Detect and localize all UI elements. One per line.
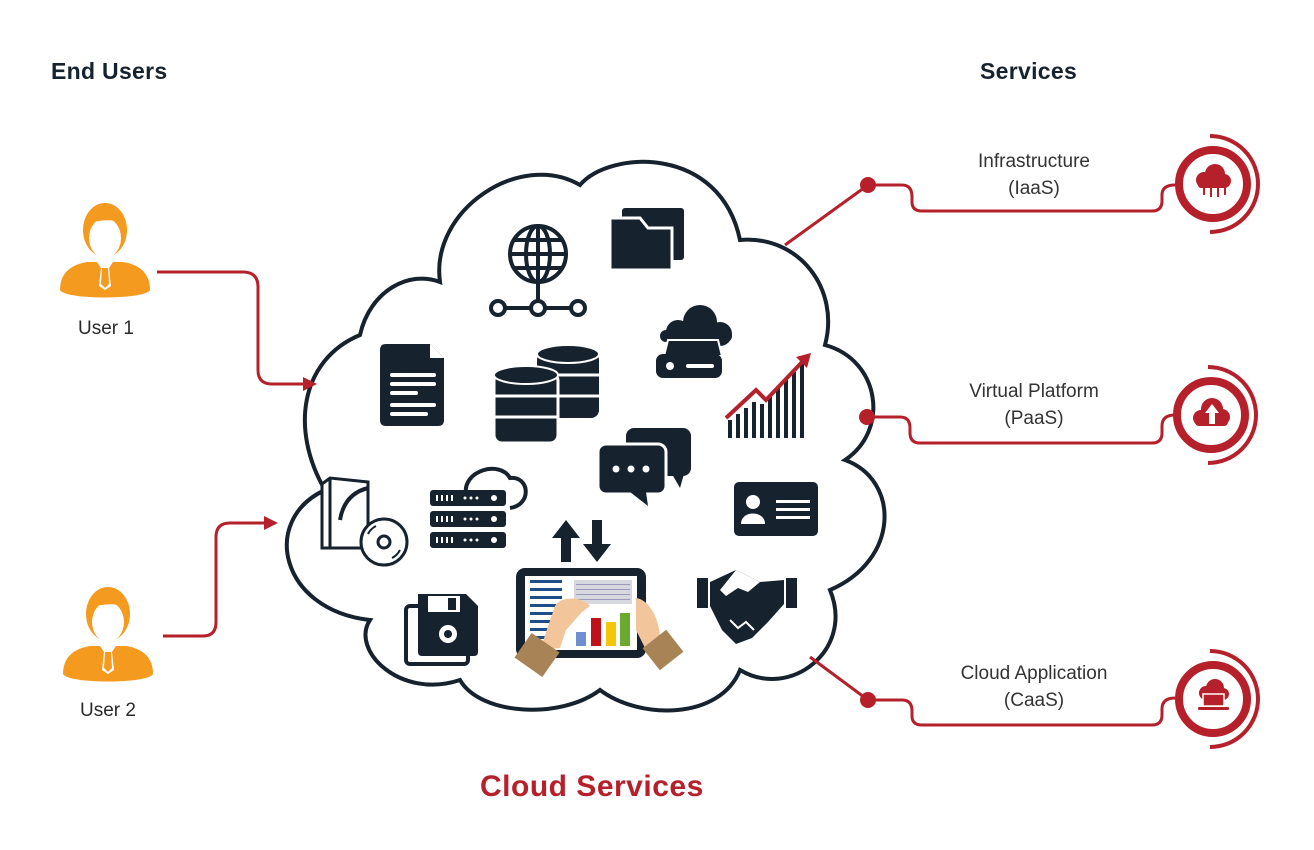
service-caas-label[interactable]: Cloud Application (CaaS) [914, 660, 1154, 714]
services-heading: Services [980, 58, 1078, 84]
cloud-storage-icon [656, 305, 732, 378]
service-badge-iaas[interactable] [1175, 134, 1260, 234]
chat-icon [596, 428, 691, 506]
service-caas-abbr: (CaaS) [1003, 690, 1065, 711]
connector-paas [859, 409, 1176, 445]
cloud-upload-icon [1193, 398, 1230, 426]
user-2-label: User 2 [80, 700, 136, 721]
arrow-head-user1 [303, 377, 317, 391]
service-iaas-name: Infrastructure [978, 151, 1090, 172]
arrow-head-user2 [264, 516, 278, 530]
service-badge-caas[interactable] [1175, 649, 1260, 749]
software-box-icon [320, 476, 409, 567]
service-badge-paas[interactable] [1173, 365, 1258, 465]
service-paas-name: Virtual Platform [969, 381, 1099, 402]
end-users-heading: End Users [51, 58, 168, 84]
connector-user2 [163, 521, 266, 638]
server-cloud-icon [430, 467, 528, 548]
user-icon [63, 587, 153, 682]
connector-user1 [157, 270, 305, 386]
user-icon [60, 203, 150, 298]
cloud-services-title: Cloud Services [480, 770, 704, 803]
document-icon [380, 344, 444, 426]
connector-iaas [784, 177, 1176, 247]
user-1-label: User 1 [78, 318, 134, 339]
folder-icon [608, 208, 684, 272]
globe-network-icon [489, 224, 587, 317]
service-paas-label[interactable]: Virtual Platform (PaaS) [914, 378, 1154, 432]
id-card-icon [734, 482, 818, 536]
cloud-laptop-icon [1198, 679, 1229, 710]
service-iaas-abbr: (IaaS) [1008, 178, 1060, 199]
cloud-network-icon [1196, 164, 1231, 197]
connector-caas [809, 655, 1176, 727]
service-caas-name: Cloud Application [960, 663, 1108, 684]
handshake-icon [697, 570, 797, 644]
growth-chart-icon [724, 353, 811, 438]
floppy-disk-icon [404, 594, 478, 666]
database-icon [492, 344, 600, 445]
tablet-dashboard-icon [514, 568, 684, 678]
service-iaas-label[interactable]: Infrastructure (IaaS) [914, 148, 1154, 202]
service-paas-abbr: (PaaS) [1004, 408, 1064, 429]
transfer-arrows-icon [552, 520, 611, 562]
